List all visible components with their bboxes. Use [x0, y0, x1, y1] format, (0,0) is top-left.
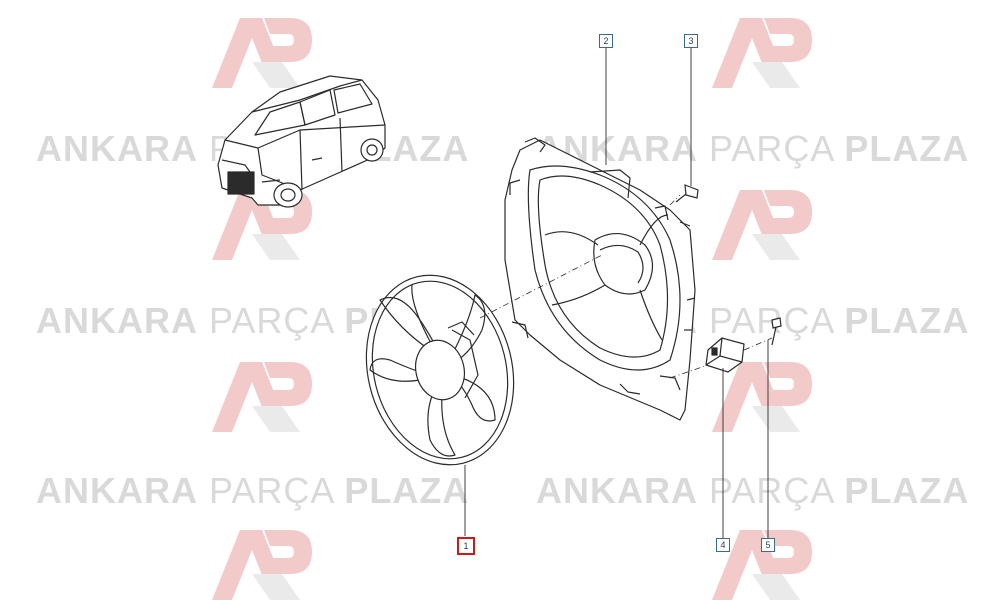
- callout-2[interactable]: 2: [599, 34, 613, 48]
- leader-lines: [464, 46, 769, 538]
- watermark-text: ANKARA PARÇA PLAZA: [536, 470, 970, 511]
- fan-shroud: [504, 137, 696, 421]
- callout-5[interactable]: 5: [761, 538, 775, 552]
- callout-4[interactable]: 4: [716, 538, 730, 552]
- callout-3[interactable]: 3: [684, 34, 698, 48]
- watermark-text: ANKARA PARÇA PLAZA: [36, 470, 470, 511]
- screw: [771, 317, 782, 346]
- assembly-lines: [479, 194, 773, 379]
- resistor: [705, 337, 745, 373]
- car-illustration: [217, 75, 386, 208]
- callout-1-selected[interactable]: 1: [457, 537, 475, 555]
- cooling-fan: [365, 274, 515, 466]
- bolt: [675, 184, 699, 203]
